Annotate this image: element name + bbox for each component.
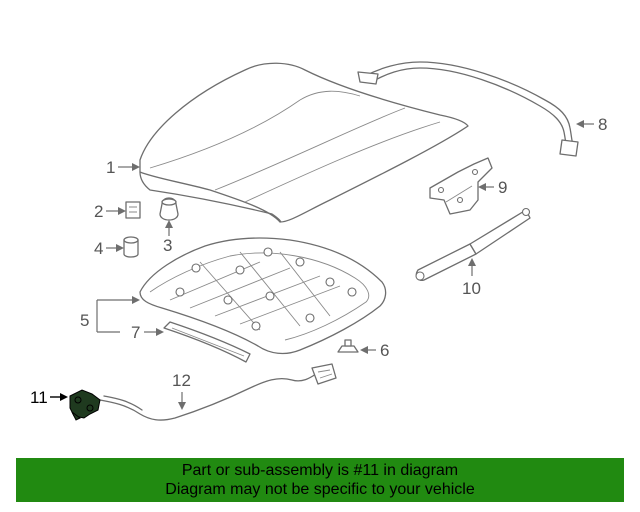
callout-3: 3 bbox=[163, 220, 173, 255]
callout-label-12: 12 bbox=[172, 371, 191, 390]
hood-strut bbox=[415, 207, 531, 282]
callout-7: 7 bbox=[131, 323, 164, 342]
hood-insulator bbox=[139, 237, 387, 355]
parts-diagram: 1 2 3 4 5 7 6 8 9 bbox=[30, 61, 607, 421]
callout-9: 9 bbox=[478, 178, 507, 197]
callout-11-highlighted: 11 bbox=[30, 388, 68, 407]
callout-label-9: 9 bbox=[498, 178, 507, 197]
callout-label-1: 1 bbox=[106, 158, 115, 177]
seal-strip-part-7 bbox=[163, 321, 251, 363]
hood-seal bbox=[357, 61, 579, 157]
clip-part-2 bbox=[125, 201, 141, 219]
callout-label-11: 11 bbox=[30, 388, 48, 407]
info-banner: Part or sub-assembly is #11 in diagram D… bbox=[16, 458, 624, 502]
banner-line-1: Part or sub-assembly is #11 in diagram bbox=[181, 462, 459, 479]
plug-part-4 bbox=[123, 236, 139, 258]
hood-latch-highlighted bbox=[69, 389, 101, 421]
callout-label-6: 6 bbox=[380, 341, 389, 360]
callout-label-2: 2 bbox=[94, 202, 103, 221]
callout-6: 6 bbox=[360, 341, 389, 360]
release-cable bbox=[99, 363, 337, 421]
bumper-part-3 bbox=[159, 197, 179, 221]
hood-hinge bbox=[429, 157, 493, 215]
callout-label-10: 10 bbox=[462, 279, 481, 298]
push-pin-part-6 bbox=[337, 339, 359, 353]
callout-5: 5 bbox=[80, 296, 140, 333]
callout-8: 8 bbox=[576, 115, 607, 134]
callout-label-5: 5 bbox=[80, 311, 89, 330]
callout-12: 12 bbox=[172, 371, 191, 410]
hood-panel bbox=[139, 62, 469, 223]
callout-10: 10 bbox=[462, 258, 481, 298]
banner-line-2: Diagram may not be specific to your vehi… bbox=[165, 481, 475, 498]
callout-label-7: 7 bbox=[131, 323, 140, 342]
callout-label-8: 8 bbox=[598, 115, 607, 134]
callout-4: 4 bbox=[94, 239, 124, 258]
callout-label-3: 3 bbox=[163, 236, 172, 255]
callout-label-4: 4 bbox=[94, 239, 103, 258]
callout-1: 1 bbox=[106, 158, 140, 177]
callout-2: 2 bbox=[94, 202, 126, 221]
